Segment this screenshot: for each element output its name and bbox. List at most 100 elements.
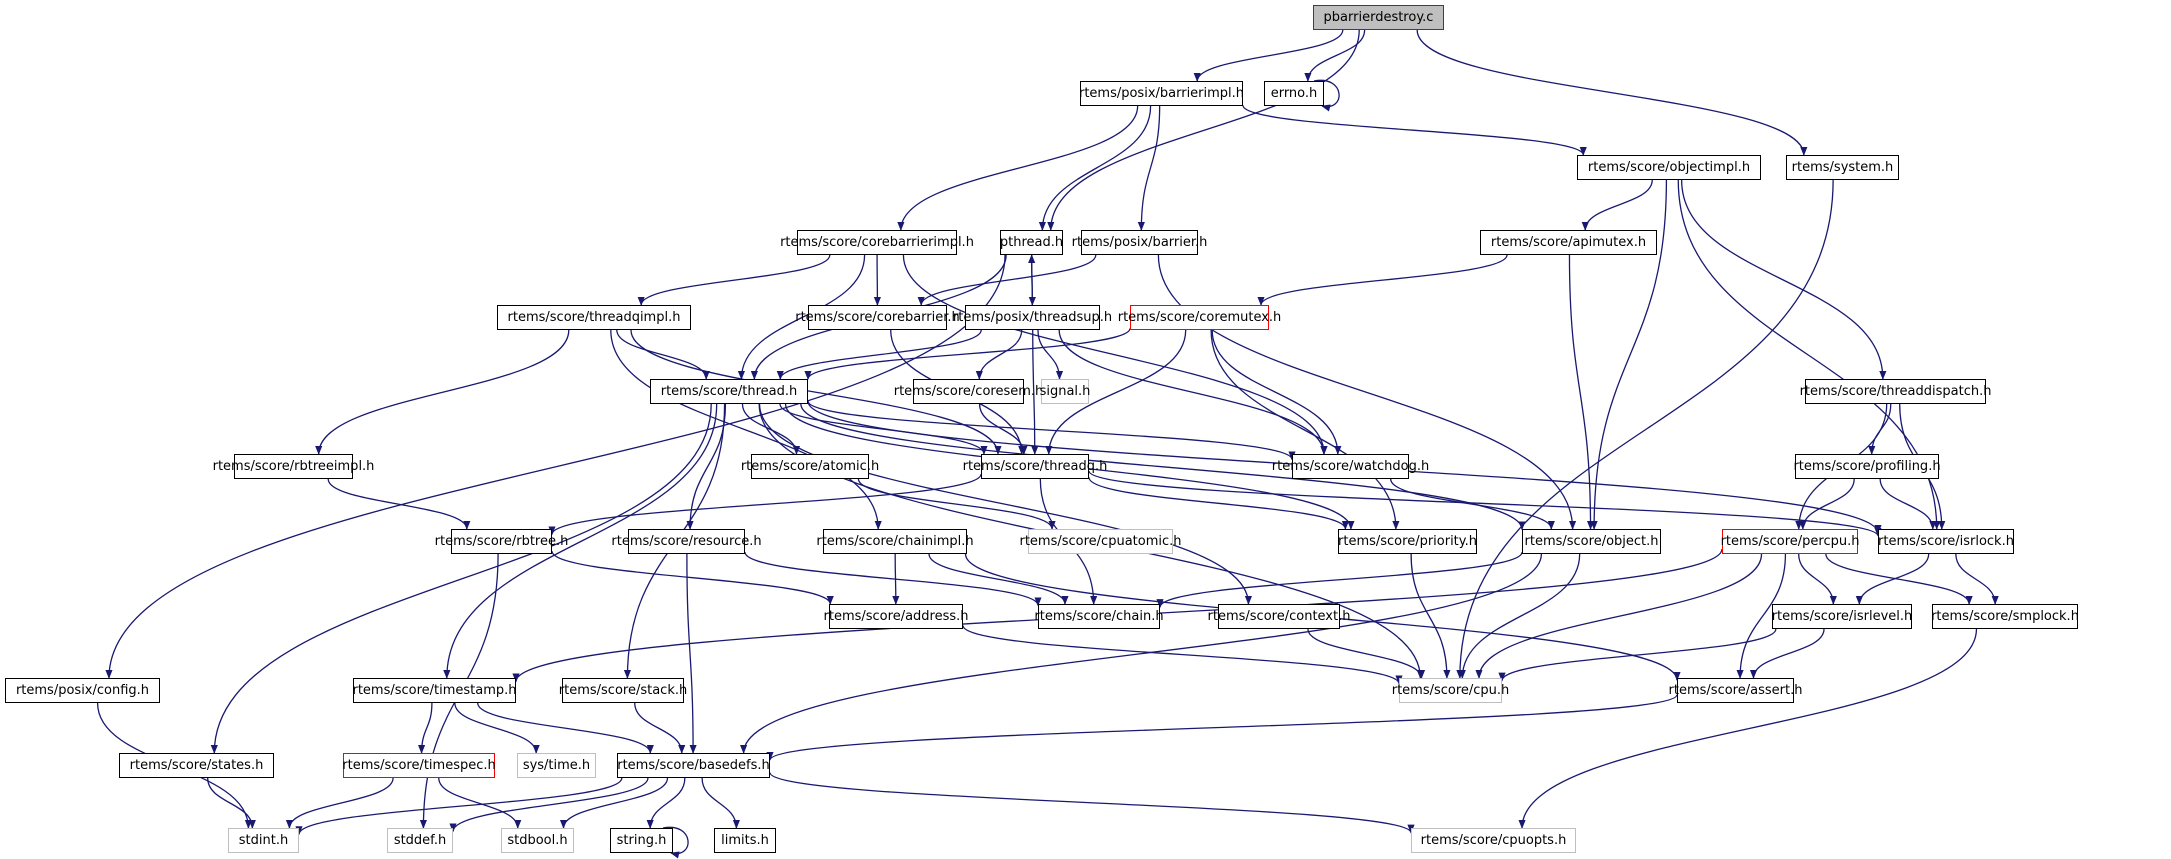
edge-threadq-to-isrlock: [1088, 470, 1882, 537]
edge-assert-to-basedefs: [766, 694, 1678, 761]
node-chainimpl[interactable]: rtems/score/chainimpl.h: [816, 529, 974, 554]
edge-barrier-to-corebarrier: [917, 254, 1097, 306]
edge-thread-to-watchdog: [807, 400, 1296, 461]
edge-basedefs-to-limits: [701, 777, 741, 829]
node-states[interactable]: rtems/score/states.h: [119, 753, 274, 778]
node-threadqimpl[interactable]: rtems/score/threadqimpl.h: [497, 305, 691, 330]
edge-coremutex-to-priority: [1210, 329, 1400, 530]
edge-basedefs-to-stddef: [449, 777, 649, 833]
edge-corebarrierimpl-to-watchdog: [902, 254, 1328, 455]
node-systime[interactable]: sys/time.h: [517, 753, 596, 778]
edge-object-to-basedefs: [740, 553, 1543, 754]
edge-barrier-to-object: [1157, 254, 1577, 530]
edge-pbarrierdestroy-to-pthread: [1047, 29, 1360, 231]
edge-basedefs-to-cpuopts: [769, 772, 1415, 834]
edge-context-to-cpu: [1307, 628, 1426, 679]
edge-isrlevel-to-assert: [1749, 628, 1825, 679]
edge-timestamp-to-basedefs: [477, 702, 654, 754]
node-corebarrier[interactable]: rtems/score/corebarrier.h: [795, 305, 960, 330]
edge-threadq-to-rbtree: [548, 473, 982, 536]
node-rbtreeimpl[interactable]: rtems/score/rbtreeimpl.h: [213, 454, 374, 479]
edge-timestamp-to-systime: [454, 702, 540, 754]
edge-watchdog-to-object: [1390, 478, 1555, 530]
node-isrlevel[interactable]: rtems/score/isrlevel.h: [1772, 604, 1912, 629]
node-pthread[interactable]: pthread.h: [1000, 230, 1063, 255]
node-threadq[interactable]: rtems/score/threadq.h: [963, 454, 1107, 479]
edge-apimutex-to-coremutex: [1257, 254, 1508, 306]
node-thread[interactable]: rtems/score/thread.h: [650, 379, 808, 404]
node-address[interactable]: rtems/score/address.h: [824, 604, 969, 629]
node-signal[interactable]: signal.h: [1040, 379, 1090, 404]
node-object[interactable]: rtems/score/object.h: [1522, 529, 1661, 554]
node-cpuatomic[interactable]: rtems/score/cpuatomic.h: [1019, 529, 1182, 554]
edge-priority-to-cpu: [1410, 553, 1451, 679]
node-system[interactable]: rtems/system.h: [1786, 155, 1899, 180]
edge-coresem-to-threadq: [978, 403, 1028, 455]
edge-string-to-string: [662, 826, 689, 859]
edge-profiling-to-isrlock: [1879, 478, 1937, 530]
edge-isrlevel-to-cpu: [1498, 628, 1777, 682]
edge-percpu-to-isrlevel: [1798, 553, 1837, 605]
edge-rbtreeimpl-to-rbtree: [327, 478, 471, 530]
edge-address-to-cpu: [962, 625, 1403, 685]
node-rbtree[interactable]: rtems/score/rbtree.h: [435, 529, 568, 554]
node-stack[interactable]: rtems/score/stack.h: [559, 678, 687, 703]
node-errno[interactable]: errno.h: [1264, 81, 1324, 106]
edge-pbarrierdestroy-to-barrierimpl: [1193, 29, 1344, 82]
node-priority[interactable]: rtems/score/priority.h: [1338, 529, 1477, 554]
node-context[interactable]: rtems/score/context.h: [1208, 604, 1350, 629]
node-corebarrierimpl[interactable]: rtems/score/corebarrierimpl.h: [780, 230, 974, 255]
node-string[interactable]: string.h: [610, 828, 673, 853]
node-stdbool[interactable]: stdbool.h: [501, 828, 574, 853]
edge-basedefs-to-stdint: [295, 777, 623, 836]
edge-object-to-cpu: [1458, 553, 1581, 679]
edge-barrierimpl-to-pthread: [1038, 105, 1152, 231]
edge-rbtree-to-address: [551, 550, 834, 605]
node-objectimpl[interactable]: rtems/score/objectimpl.h: [1577, 155, 1761, 180]
node-apimutex[interactable]: rtems/score/apimutex.h: [1480, 230, 1657, 255]
node-resource[interactable]: rtems/score/resource.h: [611, 529, 762, 554]
edge-corebarrierimpl-to-threadqimpl: [637, 254, 831, 306]
edge-objectimpl-to-object: [1590, 179, 1668, 530]
node-basedefs[interactable]: rtems/score/basedefs.h: [617, 753, 770, 778]
edge-atomic-to-cpuatomic: [857, 478, 1056, 530]
edge-timestamp-to-timespec: [417, 702, 433, 754]
node-threaddispatch[interactable]: rtems/score/threaddispatch.h: [1800, 379, 1991, 404]
node-smplock[interactable]: rtems/score/smplock.h: [1931, 604, 2079, 629]
node-profiling[interactable]: rtems/score/profiling.h: [1793, 454, 1941, 479]
edge-isrlock-to-smplock: [1955, 553, 1999, 605]
edge-objectimpl-to-threaddispatch: [1680, 179, 1887, 380]
node-timestamp[interactable]: rtems/score/timestamp.h: [352, 678, 517, 703]
edge-chainimpl-to-chain: [928, 553, 1069, 605]
node-barrier[interactable]: rtems/posix/barrier.h: [1072, 230, 1207, 255]
node-posixconfig[interactable]: rtems/posix/config.h: [5, 678, 160, 703]
node-limits[interactable]: limits.h: [714, 828, 776, 853]
edge-basedefs-to-stdbool: [559, 777, 669, 829]
node-assert[interactable]: rtems/score/assert.h: [1669, 678, 1802, 703]
edge-threadqimpl-to-rbtreeimpl: [315, 329, 570, 455]
node-coresem[interactable]: rtems/score/coresem.h: [894, 379, 1043, 404]
edge-resource-to-chain: [744, 551, 1042, 607]
node-isrlock[interactable]: rtems/score/isrlock.h: [1878, 529, 2014, 554]
node-barrierimpl[interactable]: rtems/posix/barrierimpl.h: [1079, 81, 1244, 106]
node-cpu[interactable]: rtems/score/cpu.h: [1392, 678, 1509, 703]
node-timespec[interactable]: rtems/score/timespec.h: [342, 753, 496, 778]
edge-threadsup-to-watchdog: [1058, 329, 1328, 455]
node-stddef[interactable]: stddef.h: [387, 828, 453, 853]
node-percpu[interactable]: rtems/score/percpu.h: [1721, 529, 1859, 554]
node-atomic[interactable]: rtems/score/atomic.h: [741, 454, 879, 479]
node-cpuopts[interactable]: rtems/score/cpuopts.h: [1411, 828, 1576, 853]
edge-coremutex-to-threadq: [1045, 329, 1187, 455]
edge-barrierimpl-to-corebarrierimpl: [897, 105, 1139, 231]
edge-percpu-to-assert: [1736, 553, 1787, 679]
edge-coremutex-to-watchdog: [1211, 329, 1342, 455]
edge-thread-to-timestamp: [443, 403, 718, 679]
node-coremutex[interactable]: rtems/score/coremutex.h: [1118, 305, 1281, 330]
edge-isrlock-to-isrlevel: [1855, 553, 1930, 605]
node-chain[interactable]: rtems/score/chain.h: [1034, 604, 1164, 629]
node-watchdog[interactable]: rtems/score/watchdog.h: [1272, 454, 1429, 479]
edge-pthread-to-posixconfig: [105, 254, 1006, 679]
node-stdint[interactable]: stdint.h: [228, 828, 299, 853]
node-threadsup[interactable]: rtems/posix/threadsup.h: [953, 305, 1112, 330]
